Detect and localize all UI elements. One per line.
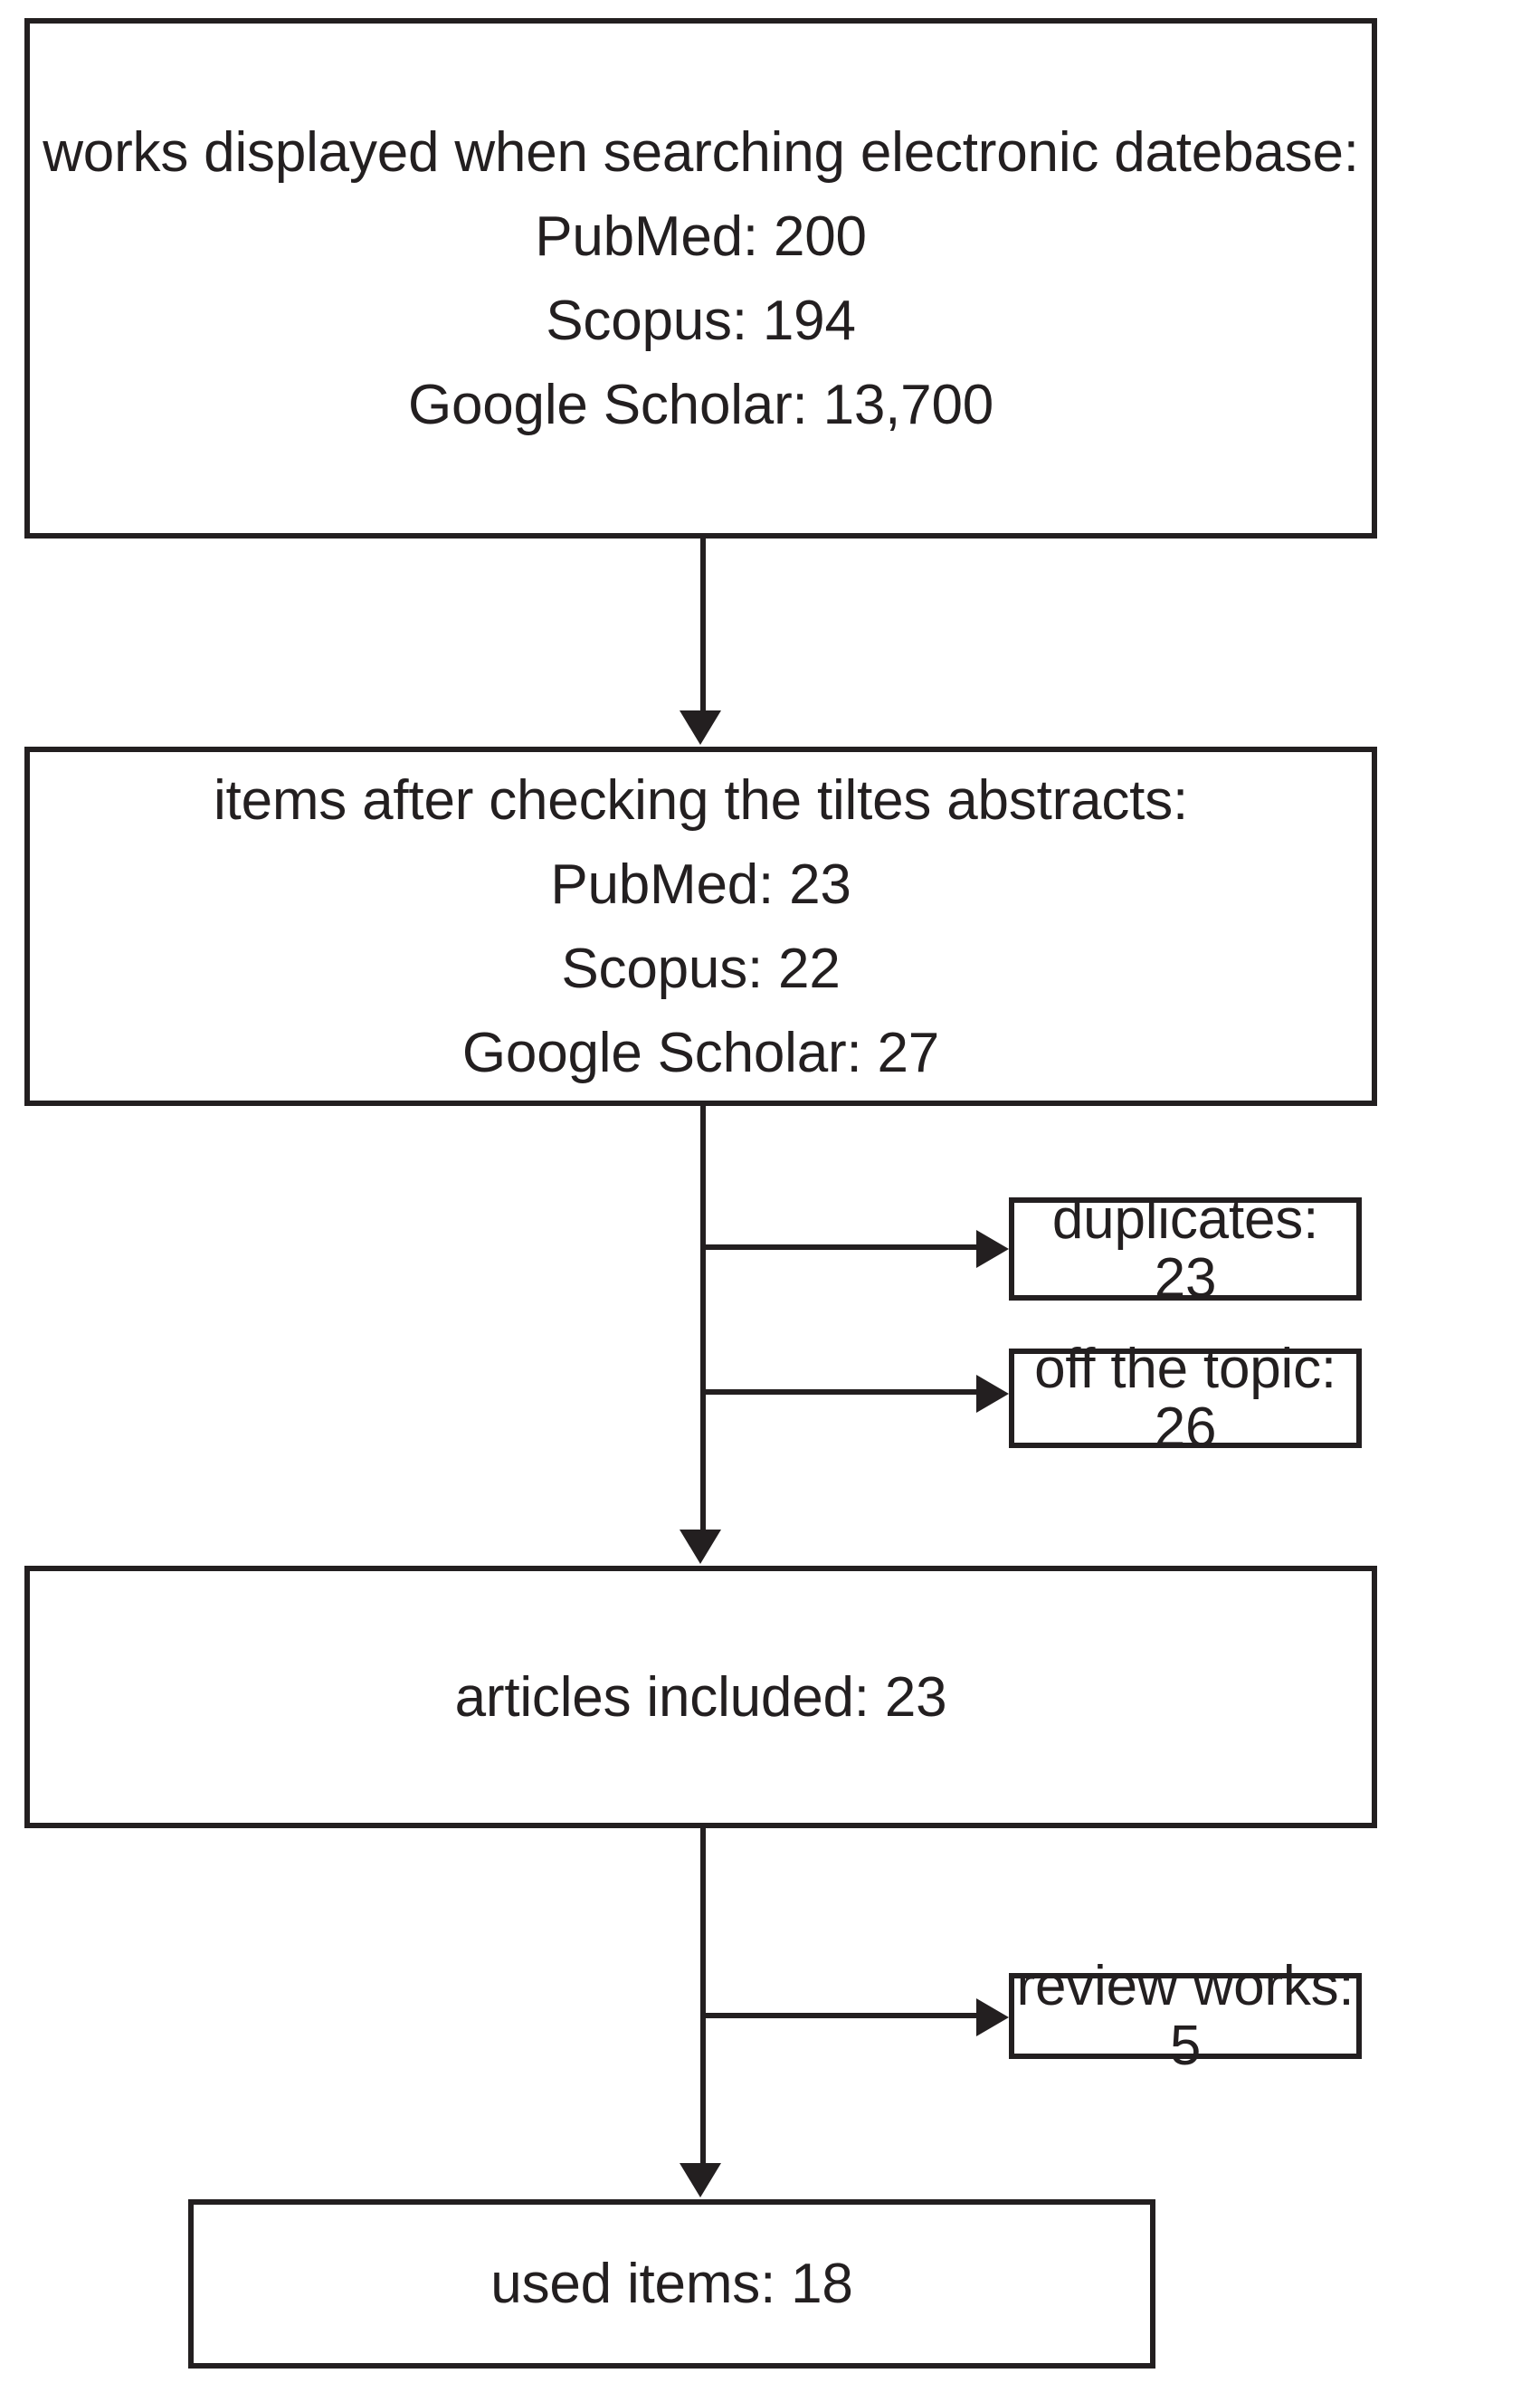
node-title-abstract-screening: items after checking the tiltes abstract… (24, 747, 1377, 1106)
connector-included-to-used (700, 1828, 706, 2165)
connector-to-duplicates (706, 1244, 976, 1250)
node-articles-included: articles included: 23 (24, 1566, 1377, 1828)
node-used-items-label: used items: 18 (490, 2253, 853, 2315)
node-duplicates: duplicates: 23 (1009, 1190, 1362, 1308)
arrowhead-right-to-review-works (976, 1998, 1009, 2036)
node-used-items: used items: 18 (188, 2199, 1155, 2369)
arrowhead-right-to-duplicates (976, 1230, 1009, 1268)
arrowhead-down-to-included (680, 1530, 721, 1564)
arrowhead-right-to-off-topic (976, 1375, 1009, 1413)
node-articles-included-label: articles included: 23 (454, 1665, 947, 1729)
connector-search-to-titles (700, 539, 706, 712)
node-review-works-label: review works: 5 (1016, 1955, 1355, 2077)
node-duplicates-label: duplicates: 23 (1051, 1187, 1319, 1310)
node-database-search-label: works displayed when searching electroni… (43, 120, 1359, 436)
node-off-topic-label: off the topic: 26 (1034, 1337, 1336, 1459)
node-review-works: review works: 5 (1009, 1957, 1362, 2075)
arrowhead-down-to-titles (680, 710, 721, 745)
node-off-topic: off the topic: 26 (1009, 1339, 1362, 1457)
node-database-search: works displayed when searching electroni… (24, 18, 1377, 539)
connector-to-review-works (706, 2013, 976, 2018)
connector-to-off-topic (706, 1389, 976, 1395)
arrowhead-down-to-used (680, 2163, 721, 2197)
connector-titles-to-included (700, 1106, 706, 1531)
node-title-abstract-screening-label: items after checking the tiltes abstract… (213, 768, 1189, 1084)
